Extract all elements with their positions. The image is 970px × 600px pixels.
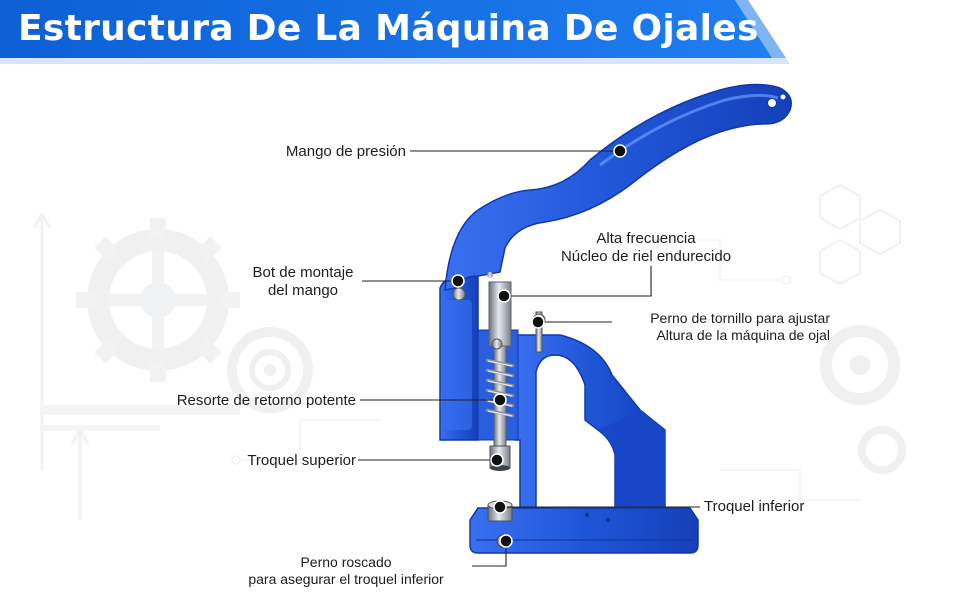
label-core-line1: Alta frecuencia: [526, 230, 766, 248]
label-mount-bolt-line2: del mango: [238, 282, 368, 300]
label-handle-text: Mango de presión: [230, 143, 406, 161]
label-adjust-bolt-line1: Perno de tornillo para ajustar: [600, 310, 830, 327]
label-lower-die-text: Troquel inferior: [704, 498, 804, 516]
label-mount-bolt-line1: Bot de montaje: [238, 264, 368, 282]
page-title: Estructura De La Máquina De Ojales: [18, 8, 759, 49]
label-threaded-bolt-line1: Perno roscado: [218, 554, 474, 571]
label-spring: Resorte de retorno potente: [120, 392, 356, 410]
label-handle: Mango de presión: [230, 143, 406, 161]
label-threaded-bolt: Perno roscado para asegurar el troquel i…: [218, 554, 474, 588]
label-spring-text: Resorte de retorno potente: [120, 392, 356, 410]
label-lower-die: Troquel inferior: [704, 498, 804, 516]
gear-icon: [862, 430, 902, 470]
label-threaded-bolt-line2: para asegurar el troquel inferior: [218, 571, 474, 588]
gear-icon: [826, 331, 894, 399]
label-adjust-bolt-line2: Altura de la máquina de ojal: [600, 327, 830, 344]
label-upper-die-text: Troquel superior: [200, 452, 356, 470]
label-core-line2: Núcleo de riel endurecido: [526, 248, 766, 266]
label-upper-die: Troquel superior: [200, 452, 356, 470]
gear-icon: [76, 218, 240, 382]
hexagon-icon: [820, 185, 900, 284]
upload-arrow-icon: [34, 214, 88, 520]
label-adjust-bolt: Perno de tornillo para ajustar Altura de…: [600, 310, 830, 344]
label-core: Alta frecuencia Núcleo de riel endurecid…: [526, 230, 766, 266]
label-mount-bolt: Bot de montaje del mango: [238, 264, 368, 300]
